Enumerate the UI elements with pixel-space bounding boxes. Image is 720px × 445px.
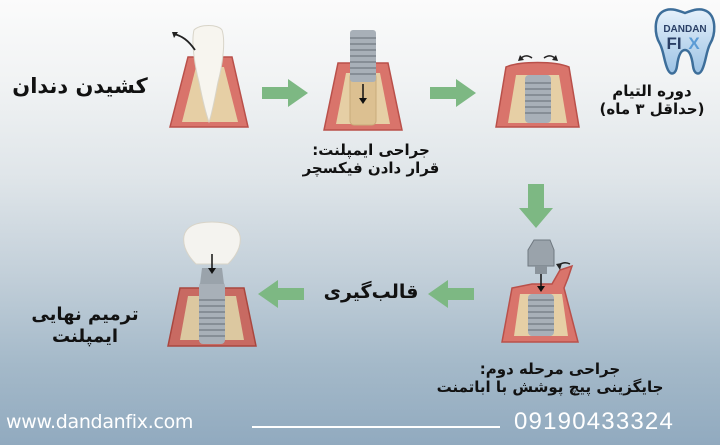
abutment-illustration [492, 236, 592, 348]
step-restoration-line2: ایمپلنت [51, 325, 119, 347]
tooth-logo-icon: DANDAN FI X [654, 8, 716, 75]
step-restoration-label: ترمیم نهایی ایمپلنت [10, 304, 160, 347]
extraction-arrow-icon [173, 33, 196, 51]
phone-number[interactable]: 09190433324 [514, 408, 675, 435]
step-healing-label: دوره التیام (حداقل ۳ ماه) [590, 82, 714, 118]
tooth-extraction-illustration [160, 22, 255, 137]
step-fixture-line2: قرار دادن فیکسچر [302, 159, 440, 177]
healing-illustration [490, 45, 585, 135]
svg-text:FI: FI [666, 34, 681, 53]
final-restoration-illustration [162, 218, 262, 358]
arrow-down [519, 184, 553, 232]
step-healing-line1: دوره التیام [612, 82, 692, 100]
step-fixture-line1: جراحی ایمپلنت: [312, 141, 430, 159]
step-abutment-line2: جایگزینی پیچ پوشش با اباتمنت [436, 378, 664, 396]
fixture-placement-illustration [318, 28, 408, 138]
down-arrow-icon [208, 268, 216, 274]
step-abutment-line1: جراحی مرحله دوم: [479, 360, 621, 378]
svg-text:X: X [688, 34, 700, 53]
step-abutment-label: جراحی مرحله دوم: جایگزینی پیچ پوشش با اب… [380, 360, 720, 396]
down-arrow-icon [359, 98, 367, 104]
website-link[interactable]: www.dandanfix.com [6, 411, 194, 433]
footer-divider [252, 426, 500, 428]
step-restoration-line1: ترمیم نهایی [31, 304, 139, 325]
svg-text:DANDAN: DANDAN [663, 24, 706, 35]
arrow-left-1 [428, 280, 474, 312]
arrow-right-1 [262, 79, 308, 111]
step-impression-label: قالب‌گیری [323, 281, 419, 303]
step-healing-line2: (حداقل ۳ ماه) [599, 100, 705, 118]
dandanfix-logo: DANDAN FI X [652, 4, 718, 76]
step-fixture-label: جراحی ایمپلنت: قرار دادن فیکسچر [276, 141, 466, 177]
arrow-left-2 [258, 280, 304, 312]
step-extraction-label: کشیدن دندان [12, 74, 148, 98]
down-arrow-icon [537, 286, 545, 292]
arrow-right-2 [430, 79, 476, 111]
